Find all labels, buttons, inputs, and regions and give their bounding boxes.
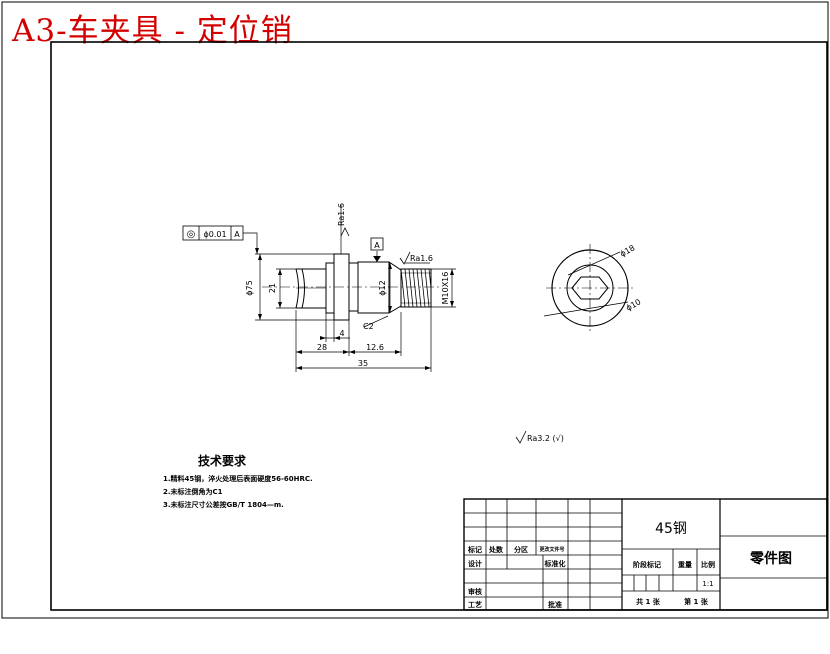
tb-sheet-no: 第 1 张	[684, 597, 709, 606]
tb-design: 设计	[468, 559, 482, 568]
gdt-concentricity-symbol: ◎	[187, 229, 196, 240]
tb-review: 审核	[468, 587, 482, 596]
roughness-symbol-thread: Ra1.6	[399, 251, 433, 265]
dim-diameter-12: ϕ12	[378, 280, 387, 295]
tb-standardize: 标准化	[544, 559, 566, 568]
dimension-arrows	[255, 248, 454, 370]
gdt-datum-ref: A	[234, 230, 240, 239]
end-view-dim-18: ϕ18	[619, 243, 637, 259]
tech-req-item-2: 2.未标注倒角为C1	[163, 487, 223, 496]
dim-thread: M10X16	[441, 272, 450, 305]
title-block	[463, 498, 828, 611]
tb-mark: 标记	[467, 545, 482, 554]
tech-req-item-1: 1.精料45钢，淬火处理后表面硬度56-60HRC.	[163, 474, 313, 483]
dim-chamfer: C2	[363, 322, 374, 331]
dim-21: 21	[268, 283, 277, 293]
tb-doc-no: 更改文件号	[539, 546, 564, 553]
tb-scale-value: 1:1	[702, 580, 713, 588]
material-label: 45钢	[655, 521, 687, 537]
tb-zone: 分区	[514, 545, 528, 554]
tech-req-heading: 技术要求	[198, 453, 247, 468]
part-name: 零件图	[749, 550, 792, 567]
roughness-thread-label: Ra1.6	[410, 254, 433, 263]
gdt-frame: ◎ ϕ0.01 A	[182, 225, 244, 241]
gdt-tolerance: ϕ0.01	[203, 230, 226, 239]
end-view-dim-10: ϕ10	[625, 297, 643, 313]
tb-sheets-total: 共 1 张	[636, 597, 661, 606]
roughness-general-label: Ra3.2 (√)	[527, 434, 564, 443]
dim-length-12-6: 12.6	[366, 343, 384, 352]
dim-length-35: 35	[358, 359, 368, 368]
tb-stage-mark: 阶段标记	[633, 560, 661, 569]
datum-box	[370, 237, 384, 251]
part-front-view	[262, 253, 440, 321]
tb-process: 工艺	[468, 600, 482, 609]
dimension-texts: ϕ75 21 ϕ12 M10X16 28 4 12.6 35 C2	[245, 272, 450, 368]
sheet-inner-frame	[50, 41, 828, 611]
roughness-general: Ra3.2 (√)	[515, 430, 564, 444]
sheet-outer-border	[1, 1, 829, 619]
tb-approve: 批准	[548, 600, 562, 609]
dim-length-28: 28	[317, 343, 327, 352]
title-block-texts: 45钢 零件图 标记 处数 分区 更改文件号 设计 标准化 阶段标记 重量 比例…	[467, 521, 792, 609]
dim-diameter-75: ϕ75	[245, 280, 254, 295]
part-end-view	[543, 244, 634, 332]
datum-label: A	[374, 241, 380, 250]
technical-requirements: 技术要求 1.精料45钢，淬火处理后表面硬度56-60HRC. 2.未标注倒角为…	[163, 453, 313, 509]
dimension-lines	[243, 205, 456, 372]
tb-scale: 比例	[701, 560, 715, 569]
tb-weight: 重量	[678, 560, 692, 569]
tb-count: 处数	[488, 545, 504, 554]
roughness-top-label: Ra1.6	[337, 203, 346, 226]
tech-req-item-3: 3.未标注尺寸公差按GB/T 1804—m.	[163, 500, 284, 509]
roughness-symbol-top: Ra1.6	[337, 203, 350, 237]
dim-length-4: 4	[339, 329, 344, 338]
